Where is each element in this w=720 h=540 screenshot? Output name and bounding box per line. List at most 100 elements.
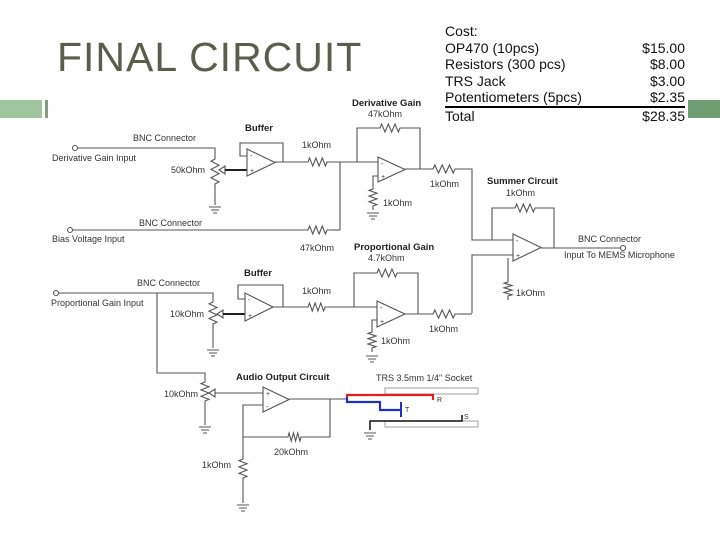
total-price: $28.35 [642, 107, 685, 124]
label-resistor: 1kOhm [302, 286, 331, 296]
resistor [237, 455, 249, 482]
resistor [366, 328, 378, 352]
item-price: $15.00 [642, 39, 685, 56]
label-resistor: 1kOhm [429, 324, 458, 334]
label-mems: Input To MEMS Microphone [564, 250, 675, 260]
label-bnc: BNC Connector [139, 218, 202, 228]
label-bnc: BNC Connector [137, 278, 200, 288]
resistor [428, 308, 460, 320]
item-name: OP470 (10pcs) [445, 39, 540, 56]
sign: - [381, 161, 384, 168]
resistor [428, 163, 460, 175]
op-amp [377, 156, 407, 183]
wiper-arrow [208, 387, 216, 399]
label-bnc: BNC Connector [578, 234, 641, 244]
resistor [303, 156, 332, 168]
op-amp [244, 292, 275, 322]
socket-sleeve [384, 420, 479, 428]
wire [156, 293, 206, 378]
label-pot: 10kOhm [170, 309, 204, 319]
item-price: $3.00 [649, 72, 685, 89]
wire [242, 404, 283, 438]
label-resistor: 47kOhm [368, 109, 402, 119]
resistor [207, 298, 219, 328]
label-resistor: 1kOhm [202, 460, 231, 470]
ground-icon [207, 349, 219, 357]
label-resistor: 1kOhm [302, 140, 331, 150]
connector-terminal [66, 226, 74, 234]
op-amp [262, 386, 291, 413]
label-resistor: 20kOhm [274, 447, 308, 457]
accent-bar-left [0, 100, 42, 118]
resistor [199, 378, 211, 405]
label-resistor: 1kOhm [516, 288, 545, 298]
label-proportional-gain: Proportional Gain [354, 242, 434, 253]
accent-bar-thin [45, 100, 48, 118]
label-bnc: BNC Connector [133, 133, 196, 143]
cost-item: TRS Jack $3.00 [445, 73, 685, 90]
sign: + [381, 174, 385, 181]
wiper-arrow [218, 164, 226, 176]
wire [471, 254, 513, 313]
wire [371, 319, 377, 328]
resistor [283, 430, 306, 444]
label-derivative-gain: Derivative Gain [352, 98, 421, 109]
cost-item: Potentiometers (5pcs)$2.35 [445, 89, 685, 108]
wire [75, 147, 216, 155]
wire [237, 284, 284, 307]
label-resistor: 1kOhm [383, 198, 412, 208]
ground-icon [367, 212, 379, 220]
label-audio-output: Audio Output Circuit [236, 372, 330, 383]
label-buffer: Buffer [244, 268, 272, 279]
connector-terminal [71, 144, 79, 152]
resistor [502, 278, 514, 300]
sign: - [516, 238, 519, 245]
resistor [375, 122, 405, 134]
slide-title: FINAL CIRCUIT [57, 34, 363, 80]
resistor [209, 155, 221, 188]
sign: + [248, 313, 252, 320]
sign: + [250, 168, 254, 175]
item-price: $2.35 [649, 89, 685, 106]
wire [345, 397, 401, 412]
label-resistor: 1kOhm [430, 179, 459, 189]
item-name: Resistors (300 pcs) [445, 56, 566, 73]
cost-item: OP470 (10pcs) $15.00 [445, 40, 685, 57]
total-label: Total [445, 107, 475, 124]
resistor [303, 224, 332, 236]
label-derivative-input: Derivative Gain Input [52, 153, 137, 163]
accent-bar-right [688, 100, 720, 118]
label-pot: 10kOhm [164, 389, 198, 399]
wire [353, 272, 372, 307]
wire [369, 415, 463, 430]
sign: + [516, 253, 520, 260]
label-resistor: 4.7kOhm [368, 253, 405, 263]
cost-total: Total $28.35 [445, 108, 685, 125]
op-amp [246, 148, 277, 177]
label-proportional-input: Proportional Gain Input [51, 298, 144, 308]
item-name: TRS Jack [445, 72, 506, 89]
wire [402, 272, 419, 314]
sign: - [248, 297, 251, 304]
wire [58, 292, 214, 298]
op-amp [376, 300, 407, 328]
wire [372, 175, 378, 185]
ground-icon [366, 355, 378, 363]
resistor [367, 185, 379, 210]
wire [540, 207, 555, 248]
connector-terminal [619, 244, 627, 252]
label-resistor: 47kOhm [300, 243, 334, 253]
label-pin-t: T [405, 407, 410, 414]
label-buffer: Buffer [245, 123, 273, 134]
ground-icon [199, 426, 211, 434]
resistor [303, 301, 330, 313]
op-amp [512, 233, 543, 262]
resistor [372, 267, 402, 279]
cost-item: Resistors (300 pcs)$8.00 [445, 56, 685, 73]
label-pot: 50kOhm [171, 165, 205, 175]
label-resistor: 1kOhm [381, 336, 410, 346]
ground-icon [364, 432, 376, 440]
wiper-arrow [216, 308, 224, 320]
connector-terminal [52, 289, 60, 297]
